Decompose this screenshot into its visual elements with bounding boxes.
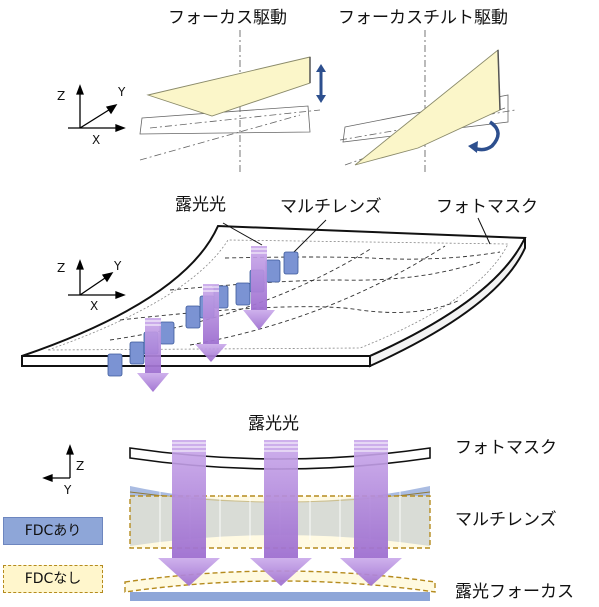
axis-label-z-top: Z (57, 89, 66, 103)
leader-photomask (477, 217, 491, 245)
axes-top (68, 84, 126, 132)
exposure-arrow-1 (137, 318, 169, 392)
axis-label-x-middle: X (90, 299, 99, 313)
label-multi-lens-middle: マルチレンズ (280, 197, 382, 217)
legend-fdc-off: FDCなし (3, 565, 103, 593)
vertical-move-arrow-icon (316, 64, 326, 103)
focus-tilt-drive-figure (339, 30, 516, 175)
label-photomask-middle: フォトマスク (436, 197, 538, 217)
axis-label-y-middle: Y (114, 259, 122, 273)
rotate-arrow-icon (473, 120, 500, 152)
axis-label-z-bottom: Z (76, 459, 85, 473)
exposure-arrow-2 (195, 284, 227, 362)
axis-label-y-top: Y (118, 85, 126, 99)
label-focus-tilt-drive: フォーカスチルト駆動 (338, 8, 508, 28)
exposure-focus-curves (124, 570, 436, 601)
leader-multi-lens (291, 219, 327, 255)
label-exposure-focus-bottom: 露光フォーカス (455, 582, 574, 602)
exposure-light-arrows-bottom (158, 440, 402, 586)
leader-exposure-light (222, 222, 263, 246)
label-focus-drive: フォーカス駆動 (168, 8, 287, 28)
exposure-arrow-bottom-3 (340, 440, 402, 586)
axes-middle (68, 259, 126, 299)
axis-label-z-middle: Z (57, 261, 66, 275)
photomask-3d (21, 224, 527, 368)
exposure-arrow-bottom-1 (158, 440, 220, 586)
label-exposure-light-middle: 露光光 (175, 195, 226, 215)
axes-bottom (42, 444, 74, 482)
exposure-arrow-bottom-2 (250, 440, 312, 586)
focus-drive-figure (139, 30, 326, 175)
exposure-light-arrows-middle (137, 246, 275, 392)
exposure-arrow-3 (243, 246, 275, 330)
label-exposure-light-bottom: 露光光 (248, 414, 299, 434)
legend-fdc-on: FDCあり (3, 517, 103, 545)
axis-label-x-top: X (92, 133, 101, 147)
label-multi-lens-bottom: マルチレンズ (455, 510, 557, 530)
axis-label-y-bottom: Y (64, 483, 72, 497)
label-photomask-bottom: フォトマスク (455, 438, 557, 458)
